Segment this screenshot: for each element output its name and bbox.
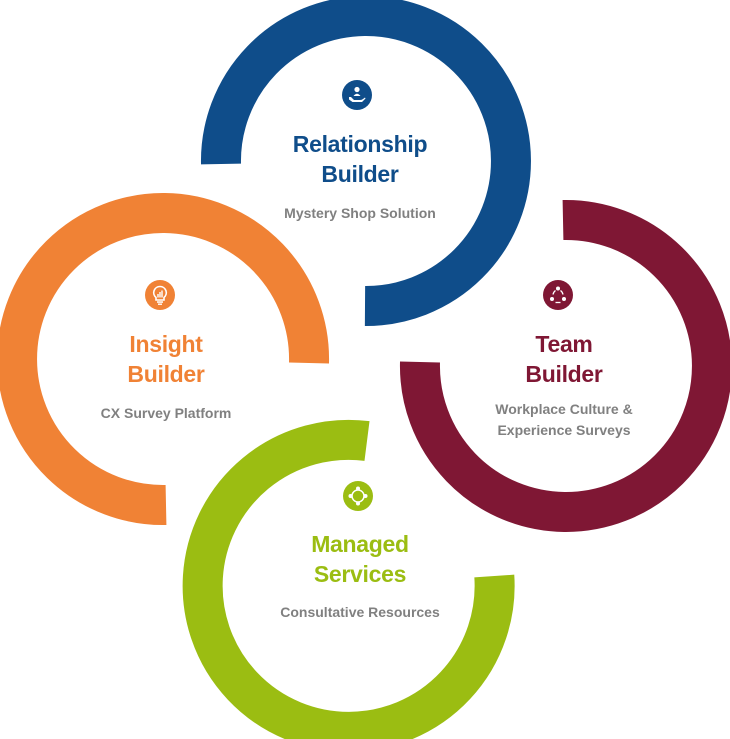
team-builder-subtitle-line1: Workplace Culture & bbox=[495, 401, 633, 417]
people-circle-icon bbox=[343, 481, 373, 511]
relationship-builder-title: Relationship Builder bbox=[250, 129, 470, 189]
insight-builder-title-line2: Builder bbox=[127, 361, 205, 387]
team-builder-subtitle-line2: Experience Surveys bbox=[497, 422, 631, 438]
insight-builder-ring bbox=[0, 193, 330, 526]
team-builder-title-line1: Team bbox=[535, 331, 593, 357]
relationship-builder-subtitle: Mystery Shop Solution bbox=[284, 205, 436, 221]
team-builder-subtitle: Workplace Culture & Experience Surveys bbox=[464, 399, 664, 441]
team-cycle-icon bbox=[543, 280, 573, 310]
managed-services-subtitle: Consultative Resources bbox=[280, 604, 440, 620]
team-builder-title: Team Builder bbox=[484, 329, 644, 389]
managed-services-title-line1: Managed bbox=[311, 531, 409, 557]
hand-person-icon bbox=[342, 80, 372, 110]
insight-builder-subtitle: CX Survey Platform bbox=[100, 405, 232, 421]
insight-builder-title-line1: Insight bbox=[129, 331, 203, 357]
managed-services-ring bbox=[182, 419, 515, 739]
lightbulb-chart-icon bbox=[145, 280, 175, 310]
relationship-builder-title-line1: Relationship bbox=[292, 131, 428, 157]
insight-builder-title: Insight Builder bbox=[86, 329, 246, 389]
managed-services-title: Managed Services bbox=[280, 529, 440, 589]
relationship-builder-ring bbox=[200, 0, 531, 327]
managed-services-title-line2: Services bbox=[313, 561, 407, 587]
relationship-builder-title-line2: Builder bbox=[321, 161, 399, 187]
team-builder-title-line2: Builder bbox=[525, 361, 603, 387]
team-builder-ring bbox=[399, 199, 730, 532]
